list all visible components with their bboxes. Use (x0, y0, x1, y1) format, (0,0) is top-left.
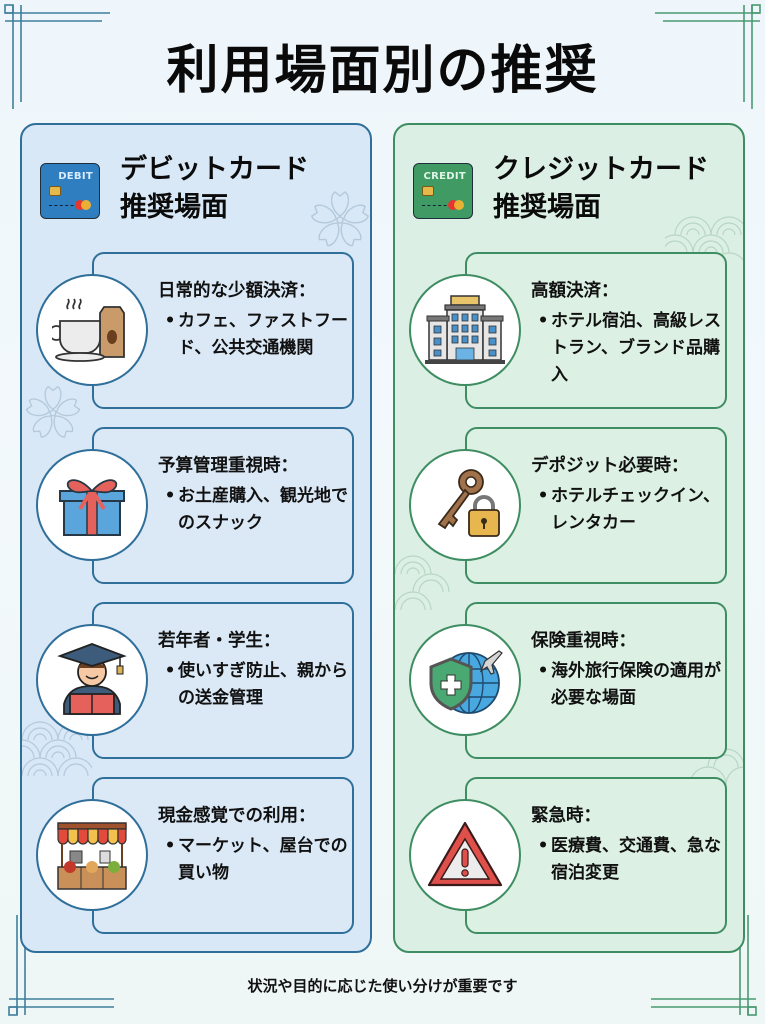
card-brand-logo-icon (448, 200, 466, 210)
item-bullet: • 医療費、交通費、急な宿泊変更 (537, 836, 721, 883)
debit-item-cash-like-usage: 現金感覚での利用： • マーケット、屋台での買い物 (36, 777, 354, 934)
item-heading: 若年者・学生： (158, 631, 281, 651)
debit-panel: DEBIT デビットカード 推奨場面 日常的な少額決済： (20, 123, 372, 953)
item-heading: 予算管理重視時： (158, 456, 298, 476)
item-bullet: • カフェ、ファストフード、公共交通機関 (164, 311, 348, 358)
item-bullet: • 海外旅行保険の適用が必要な場面 (537, 661, 721, 708)
item-bullet: • お土産購入、観光地でのスナック (164, 486, 348, 533)
debit-card-icon: DEBIT (40, 163, 100, 219)
student-icon (36, 624, 148, 736)
insurance-globe-icon (409, 624, 521, 736)
wave-pattern-decoration-icon (395, 555, 450, 611)
corner-ornament-top-left (4, 4, 116, 114)
sakura-decoration-icon (310, 191, 370, 249)
debit-item-daily-small-payments: 日常的な少額決済： • カフェ、ファストフード、公共交通機関 (36, 252, 354, 409)
card-brand-logo-icon (75, 200, 93, 210)
item-heading: 日常的な少額決済： (158, 281, 316, 301)
gift-icon (36, 449, 148, 561)
corner-ornament-top-right (649, 4, 761, 114)
sakura-decoration-icon (24, 386, 82, 440)
key-lock-icon (409, 449, 521, 561)
item-heading: 緊急時： (531, 806, 601, 826)
credit-item-deposit-required: デポジット必要時： • ホテルチェックイン、レンタカー (409, 427, 727, 584)
debit-item-young-students: 若年者・学生： • 使いすぎ防止、親からの送金管理 (36, 602, 354, 759)
debit-item-budget-management: 予算管理重視時： • お土産購入、観光地でのスナック (36, 427, 354, 584)
item-bullet: • ホテルチェックイン、レンタカー (537, 486, 720, 533)
coffee-icon (36, 274, 148, 386)
chip-icon (49, 186, 61, 196)
footer-note: 状況や目的に応じた使い分けが重要です (247, 977, 518, 995)
credit-panel-title: クレジットカード 推奨場面 (493, 154, 709, 223)
item-heading: 高額決済： (531, 281, 619, 301)
hotel-icon (409, 274, 521, 386)
item-bullet: • ホテル宿泊、高級レストラン、ブランド品購入 (537, 311, 721, 385)
warning-icon (409, 799, 521, 911)
credit-item-high-value-payments: 高額決済： • ホテル宿泊、高級レストラン、ブランド品購入 (409, 252, 727, 409)
debit-panel-header: DEBIT デビットカード 推奨場面 (40, 151, 309, 227)
credit-item-emergency: 緊急時： • 医療費、交通費、急な宿泊変更 (409, 777, 727, 934)
chip-icon (422, 186, 434, 196)
market-stall-icon (36, 799, 148, 911)
card-label: DEBIT (58, 171, 93, 182)
item-heading: 保険重視時： (531, 631, 636, 651)
credit-panel-header: CREDIT クレジットカード 推奨場面 (413, 151, 709, 227)
item-heading: 現金感覚での利用： (158, 806, 316, 826)
debit-panel-title: デビットカード 推奨場面 (120, 154, 309, 223)
item-bullet: • 使いすぎ防止、親からの送金管理 (164, 661, 348, 708)
page-title: 利用場面別の推奨 (166, 41, 599, 101)
item-bullet: • マーケット、屋台での買い物 (164, 836, 348, 883)
corner-ornament-bottom-left (4, 910, 116, 1020)
card-label: CREDIT (423, 171, 466, 182)
credit-card-icon: CREDIT (413, 163, 473, 219)
credit-panel: CREDIT クレジットカード 推奨場面 (393, 123, 745, 953)
credit-item-insurance-priority: 保険重視時： • 海外旅行保険の適用が必要な場面 (409, 602, 727, 759)
item-heading: デポジット必要時： (531, 456, 689, 476)
